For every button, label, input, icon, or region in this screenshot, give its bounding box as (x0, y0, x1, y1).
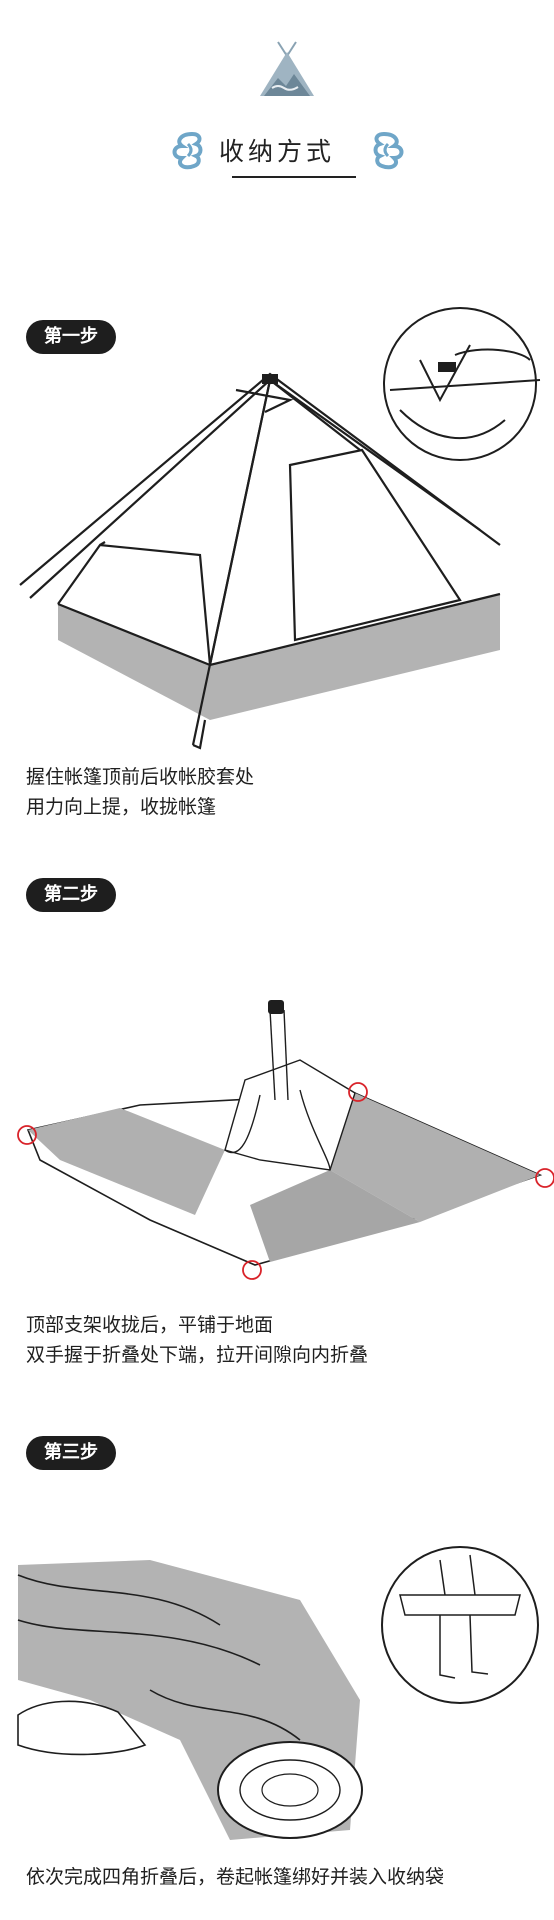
tent-mountain-logo-icon (260, 41, 314, 96)
step-3-caption-line-1: 依次完成四角折叠后，卷起帐篷绑好并装入收纳袋 (26, 1866, 445, 1888)
cloud-ornament-left-icon (172, 131, 203, 170)
step-1-badge: 第一步 (26, 320, 116, 354)
step-3-badge: 第三步 (26, 1436, 116, 1470)
step-1-caption-line-2: 用力向上提，收拢帐篷 (26, 796, 217, 818)
step-1-tent-illustration (19, 307, 541, 750)
step-2-folding-illustration (17, 1000, 554, 1280)
step-1-caption-line-1: 握住帐篷顶前后收帐胶套处 (26, 766, 255, 788)
step-2-caption-line-1: 顶部支架收拢后，平铺于地面 (26, 1314, 274, 1336)
cloud-ornament-right-icon (373, 131, 404, 170)
title-underline (232, 176, 356, 178)
step-3-rolling-illustration (17, 1546, 539, 1840)
page-title: 收纳方式 (218, 137, 335, 166)
step-2-caption-line-2: 双手握于折叠处下端，拉开间隙向内折叠 (26, 1344, 369, 1366)
step-2-badge: 第二步 (26, 878, 116, 912)
